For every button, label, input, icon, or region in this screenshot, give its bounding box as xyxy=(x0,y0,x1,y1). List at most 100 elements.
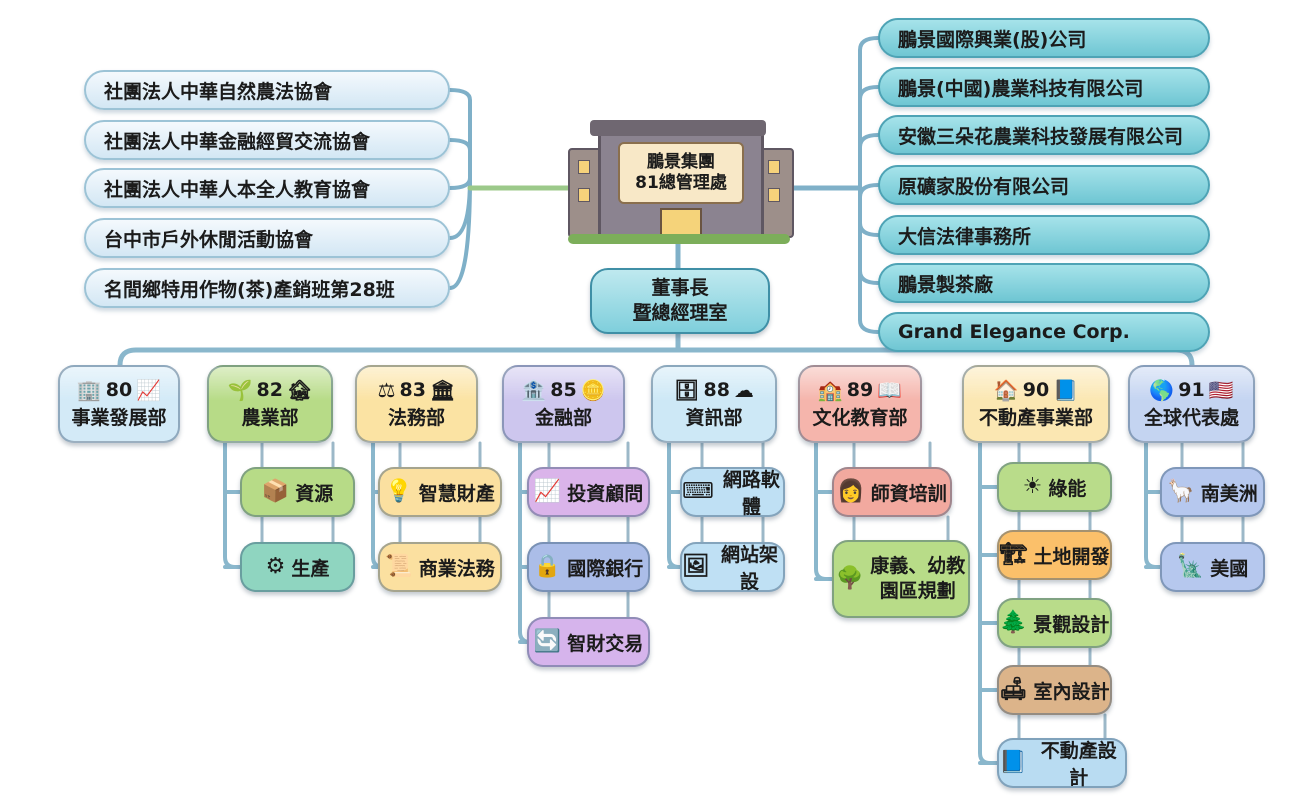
connector xyxy=(117,347,1195,368)
connector xyxy=(1144,441,1162,569)
blueprint-icon: 📘 xyxy=(999,750,1027,775)
code-icon: ⌨ xyxy=(682,479,714,504)
department-header: 🗄88☁ xyxy=(674,379,754,401)
sub-unit-node[interactable]: 🦙南美洲 xyxy=(1160,467,1265,517)
boxes-icon: 📦 xyxy=(261,479,290,504)
company-node[interactable]: Grand Elegance Corp. xyxy=(878,312,1210,352)
growth-chart-icon: 📈 xyxy=(136,377,162,402)
book-icon: 📖 xyxy=(877,377,903,402)
sub-unit-node[interactable]: 💡智慧財產 xyxy=(378,467,502,517)
association-node[interactable]: 台中市戶外休閒活動協會 xyxy=(84,218,450,258)
association-node[interactable]: 名間鄉特用作物(茶)產銷班第28班 xyxy=(84,268,450,308)
department-name: 資訊部 xyxy=(685,406,743,429)
sub-unit-node[interactable]: 🔄智財交易 xyxy=(527,617,650,667)
department-node[interactable]: ⚖83🏛法務部 xyxy=(355,365,478,443)
sub-unit-node[interactable]: 📦資源 xyxy=(240,467,355,517)
sub-unit-node[interactable]: 🗽美國 xyxy=(1160,542,1265,592)
connector xyxy=(858,183,880,198)
department-node[interactable]: 🏢80📈事業發展部 xyxy=(58,365,180,443)
scroll-icon: 📜 xyxy=(385,554,413,579)
teacher-icon: 👩 xyxy=(837,479,865,504)
department-header: 🏫89📖 xyxy=(818,379,902,401)
company-node[interactable]: 鵬景(中國)農業科技有限公司 xyxy=(878,67,1210,107)
department-header: 🏠90📘 xyxy=(994,379,1078,401)
company-node[interactable]: 原礦家股份有限公司 xyxy=(878,165,1210,205)
sub-unit-name: 投資顧問 xyxy=(567,482,644,505)
connector xyxy=(978,441,999,765)
sub-unit-name: 智慧財產 xyxy=(418,482,495,505)
department-code: 80 xyxy=(105,378,133,401)
department-node[interactable]: 🗄88☁ 資訊部 xyxy=(651,365,777,443)
department-node[interactable]: 🏦85🪙 金融部 xyxy=(502,365,625,443)
sub-unit-node[interactable]: ⌨網路軟體 xyxy=(680,467,785,518)
department-header: 🌱82🏚 xyxy=(228,379,313,401)
connector xyxy=(448,138,472,190)
department-name: 全球代表處 xyxy=(1143,406,1239,429)
department-name: 金融部 xyxy=(534,406,592,429)
chairman-office-node[interactable]: 董事長 暨總經理室 xyxy=(590,268,770,334)
office-building-icon: 🏢 xyxy=(76,377,102,402)
sub-unit-name: 生產 xyxy=(291,557,330,580)
department-name: 法務部 xyxy=(387,406,445,429)
statue-of-liberty-icon: 🗽 xyxy=(1176,554,1205,579)
department-node[interactable]: 🏠90📘 不動產事業部 xyxy=(962,365,1110,443)
company-node[interactable]: 安徽三朵花農業科技發展有限公司 xyxy=(878,115,1210,155)
webpage-icon: 🖼 xyxy=(682,554,710,579)
department-code: 88 xyxy=(703,378,730,401)
department-code: 90 xyxy=(1022,378,1050,401)
company-node[interactable]: 大信法律事務所 xyxy=(878,215,1210,255)
sub-unit-node[interactable]: 📜商業法務 xyxy=(378,542,502,592)
department-node[interactable]: 🌱82🏚農業部 xyxy=(207,365,333,443)
sub-unit-node[interactable]: 📈投資顧問 xyxy=(527,467,650,517)
department-code: 83 xyxy=(399,378,426,401)
chart-icon: 📈 xyxy=(533,479,562,504)
connector xyxy=(858,186,880,237)
company-node[interactable]: 鵬景製茶廠 xyxy=(878,263,1210,303)
sub-unit-name: 不動產設計 xyxy=(1040,740,1117,789)
sub-unit-name: 南美洲 xyxy=(1200,482,1258,505)
furniture-icon: 🛋 xyxy=(999,677,1028,702)
hq-line1: 鵬景集團 xyxy=(647,151,715,172)
sub-unit-node[interactable]: 🌲景觀設計 xyxy=(997,598,1112,648)
solar-panel-icon: ☀ xyxy=(1022,474,1043,499)
connector xyxy=(814,441,834,581)
association-node[interactable]: 社團法人中華人本全人教育協會 xyxy=(84,168,450,208)
building-roof xyxy=(590,120,766,136)
sub-unit-node[interactable]: 🔒國際銀行 xyxy=(527,542,650,592)
department-code: 89 xyxy=(846,378,874,401)
sub-unit-name: 智財交易 xyxy=(567,632,644,655)
sub-unit-name: 國際銀行 xyxy=(567,557,644,580)
sub-unit-name: 美國 xyxy=(1210,557,1249,580)
sub-unit-node[interactable]: 📘 不動產設計 xyxy=(997,738,1127,789)
company-node[interactable]: 鵬景國際興業(股)公司 xyxy=(878,18,1210,58)
sub-unit-node[interactable]: 🏗土地開發 xyxy=(997,530,1112,580)
department-node[interactable]: 🏫89📖文化教育部 xyxy=(798,365,922,443)
connector xyxy=(518,441,531,644)
sub-unit-node[interactable]: 🖼 網站架設 xyxy=(680,542,785,593)
sub-unit-name: 網站架設 xyxy=(720,544,778,593)
sub-unit-node[interactable]: ☀綠能 xyxy=(997,462,1112,512)
sub-unit-name: 師資培訓 xyxy=(870,482,947,505)
crops-icon: 🌱 xyxy=(227,377,253,402)
department-code: 82 xyxy=(256,378,283,401)
department-header: 🏦85🪙 xyxy=(521,379,605,401)
server-icon: 🗄 xyxy=(674,377,700,402)
connector xyxy=(858,186,880,334)
sub-unit-node[interactable]: 🌳康義、幼教園區規劃 xyxy=(832,540,970,618)
connector xyxy=(858,36,880,190)
department-name: 不動產事業部 xyxy=(978,406,1093,429)
scales-icon: ⚖ xyxy=(377,377,396,402)
connector xyxy=(448,177,472,190)
sub-unit-node[interactable]: 🛋室內設計 xyxy=(997,665,1112,715)
flags-icon: 🇺🇸 xyxy=(1208,377,1234,402)
connector xyxy=(223,441,242,569)
sub-unit-node[interactable]: 👩師資培訓 xyxy=(832,467,952,517)
sub-unit-node[interactable]: ⚙生產 xyxy=(240,542,355,592)
sub-unit-name: 土地開發 xyxy=(1033,545,1110,568)
association-node[interactable]: 社團法人中華自然農法協會 xyxy=(84,70,450,110)
bank-icon: 🏦 xyxy=(521,377,547,402)
tree-icon: 🌳 xyxy=(836,566,864,591)
department-node[interactable]: 🌎91🇺🇸全球代表處 xyxy=(1128,365,1255,443)
association-node[interactable]: 社團法人中華金融經貿交流協會 xyxy=(84,120,450,160)
